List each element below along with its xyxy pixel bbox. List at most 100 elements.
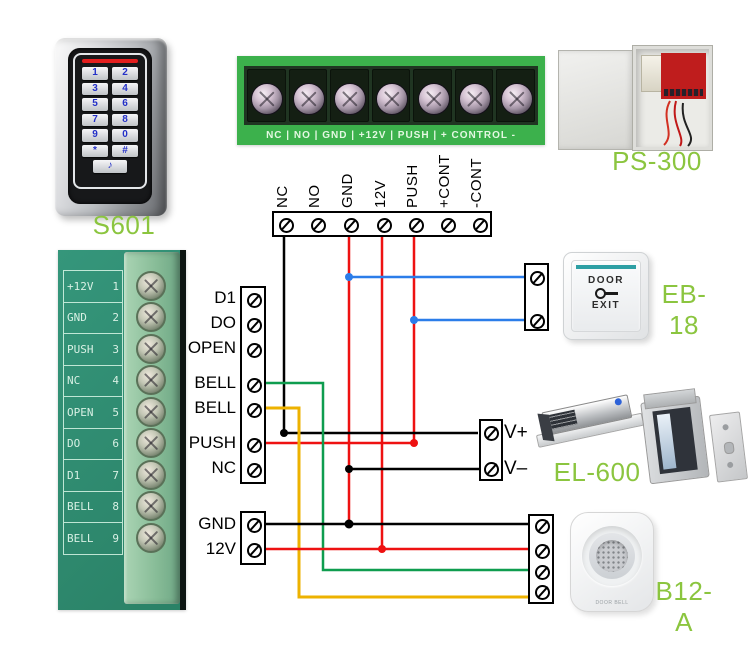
screw-icon bbox=[459, 82, 492, 115]
exit-button-exit-text: EXIT bbox=[591, 300, 621, 311]
bell-outer-ring bbox=[582, 526, 642, 586]
terminal-block bbox=[371, 69, 411, 122]
terminal-open bbox=[247, 342, 262, 358]
screw-icon bbox=[136, 334, 166, 364]
terminal-bell2 bbox=[247, 402, 262, 418]
panel-row-num: 8 bbox=[112, 500, 119, 514]
keypad-key-1: 1 bbox=[82, 67, 108, 80]
label-d1: D1 bbox=[214, 288, 236, 307]
key-icon bbox=[572, 288, 640, 299]
door-bell-photo: DOOR BELL bbox=[570, 512, 654, 612]
bell-inner-ring bbox=[589, 533, 635, 579]
panel-row-name: NC bbox=[67, 374, 81, 388]
screw-icon bbox=[500, 82, 533, 115]
wire-bell-yellow bbox=[266, 406, 528, 599]
screw-icon bbox=[376, 82, 409, 115]
panel-row-num: 1 bbox=[112, 279, 119, 293]
screw-icon bbox=[251, 82, 284, 115]
panel-row: GND 2 bbox=[64, 303, 122, 334]
panel-row: +12V 1 bbox=[64, 271, 122, 303]
panel-row-num: 9 bbox=[112, 531, 119, 545]
exit-button-plate: DOOR EXIT bbox=[571, 260, 641, 332]
screw-icon bbox=[136, 523, 166, 553]
panel-row-num: 2 bbox=[112, 311, 119, 325]
power-pcb bbox=[661, 53, 706, 99]
keypad-key-7: 7 bbox=[82, 113, 108, 126]
terminal-push bbox=[247, 437, 262, 453]
panel-row-name: OPEN bbox=[67, 405, 94, 419]
junction-dot-vminus bbox=[345, 465, 353, 473]
panel-row-num: 5 bbox=[112, 405, 119, 419]
keypad-photo: 1 2 3 4 5 6 7 8 9 0 * # ♪ bbox=[55, 38, 167, 216]
power-supply-door bbox=[558, 50, 634, 150]
junction-dot-blue-2 bbox=[410, 316, 418, 324]
screw-icon bbox=[136, 428, 166, 458]
power-supply-model-label: PS-300 bbox=[612, 146, 702, 176]
panel-row: PUSH 3 bbox=[64, 334, 122, 366]
panel-row-name: +12V bbox=[67, 279, 94, 293]
label-nc: NC bbox=[211, 458, 236, 477]
junction-dot-gnd bbox=[344, 519, 354, 529]
keypad-key-5: 5 bbox=[82, 98, 108, 111]
screw-icon bbox=[417, 82, 450, 115]
lock-strip bbox=[479, 419, 503, 481]
keypad-key-0: 0 bbox=[112, 129, 138, 142]
label-vminus: V– bbox=[504, 458, 528, 479]
screw-icon bbox=[136, 302, 166, 332]
terminal-blocks bbox=[244, 66, 538, 125]
panel-row-name: D1 bbox=[67, 468, 81, 482]
power-strip bbox=[240, 511, 266, 565]
terminal-block bbox=[413, 69, 452, 122]
panel-row-num: 3 bbox=[112, 342, 119, 356]
controller-strip bbox=[240, 286, 266, 484]
keypad-key-4: 4 bbox=[112, 82, 138, 95]
label-12v: 12V bbox=[205, 539, 236, 558]
keypad-bell-key-icon: ♪ bbox=[93, 160, 127, 173]
terminal-pcont bbox=[440, 217, 456, 233]
label-push: PUSH bbox=[188, 433, 236, 452]
screw-icon bbox=[292, 82, 325, 115]
door-bell-model-label: B12-A bbox=[655, 576, 713, 637]
label-vplus: V+ bbox=[504, 422, 528, 443]
terminal-gnd bbox=[343, 217, 359, 233]
terminal-bell-4 bbox=[535, 584, 550, 600]
terminal-mcont bbox=[472, 217, 488, 233]
door-bell-strip bbox=[528, 514, 554, 604]
junction-dot-blue-1 bbox=[345, 273, 353, 281]
screw-icon bbox=[136, 365, 166, 395]
terminal-nc bbox=[247, 462, 262, 478]
exit-button-model-label: EB-18 bbox=[661, 279, 707, 340]
terminal-bell-3 bbox=[535, 564, 550, 580]
terminal-exit-2 bbox=[530, 314, 545, 329]
screw-icon bbox=[136, 460, 166, 490]
terminal-12v bbox=[247, 543, 262, 558]
power-supply-photo bbox=[558, 45, 713, 152]
panel-row-name: PUSH bbox=[67, 342, 94, 356]
top-terminal-strip bbox=[272, 211, 492, 237]
keypad-led-bar bbox=[82, 59, 138, 63]
label-open: OPEN bbox=[187, 338, 236, 357]
screw-icon bbox=[136, 397, 166, 427]
keypad-key-frame: 1 2 3 4 5 6 7 8 9 0 * # ♪ bbox=[73, 53, 147, 189]
panel-row-name: GND bbox=[67, 311, 87, 325]
junction-dot-vplus bbox=[280, 429, 288, 437]
screw-icon bbox=[334, 82, 367, 115]
keypad-key-3: 3 bbox=[82, 82, 108, 95]
bell-brand-text: DOOR BELL bbox=[595, 600, 629, 606]
panel-row-name: DO bbox=[67, 437, 81, 451]
power-supply-cabinet bbox=[632, 45, 713, 151]
terminal-bell-1 bbox=[535, 518, 550, 534]
controller-terminal-photo: NC | NO | GND | +12V | PUSH | + CONTROL … bbox=[237, 56, 545, 145]
exit-button-photo: DOOR EXIT bbox=[563, 252, 649, 340]
terminal-push bbox=[408, 217, 424, 233]
terminal-bell-2 bbox=[535, 543, 550, 559]
label-bell2: BELL bbox=[194, 398, 236, 417]
panel-row-name: BELL bbox=[67, 500, 94, 514]
terminal-exit-1 bbox=[530, 271, 545, 286]
